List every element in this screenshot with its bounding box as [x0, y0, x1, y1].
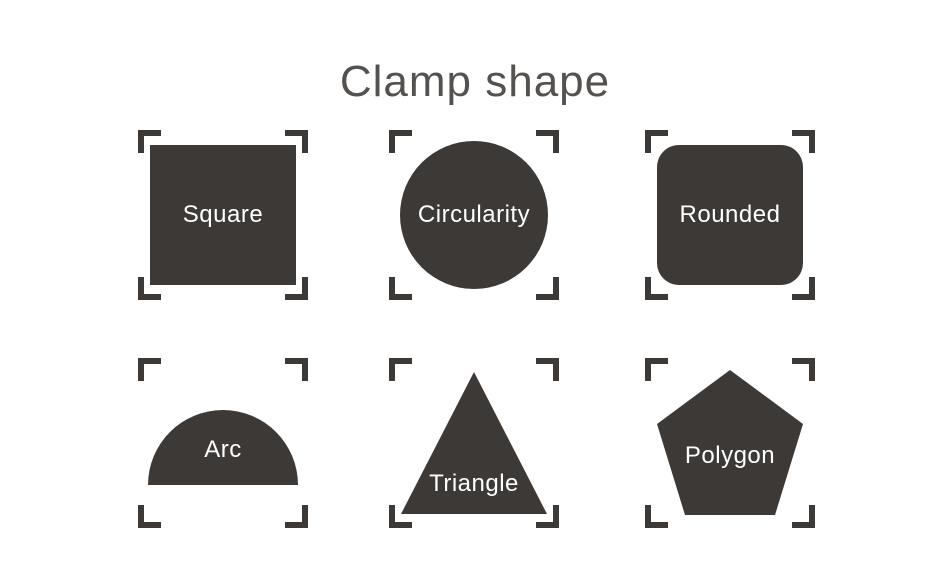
shape-cell-square: Square: [138, 130, 308, 300]
frame-corner-icon: [138, 505, 161, 528]
frame-corner-icon: [792, 505, 815, 528]
frame-corner-icon: [285, 505, 308, 528]
arc-shape-icon: [148, 410, 298, 485]
shape-label: Polygon: [684, 442, 776, 469]
shape-cell-rounded: Rounded: [645, 130, 815, 300]
shape-label: Circularity: [417, 201, 531, 228]
frame-corner-icon: [536, 277, 559, 300]
square-shape-icon: [150, 145, 296, 285]
shape-cell-circularity: Circularity: [389, 130, 559, 300]
frame-corner-icon: [389, 505, 412, 528]
pentagon-shape-icon: [657, 370, 803, 515]
frame-corner-icon: [285, 358, 308, 381]
shape-cell-arc: Arc: [138, 358, 308, 528]
frame-corner-icon: [536, 358, 559, 381]
frame-corner-icon: [792, 130, 815, 153]
shape-label: Triangle: [429, 470, 519, 497]
frame-corner-icon: [138, 277, 161, 300]
shape-cell-triangle: Triangle: [389, 358, 559, 528]
circle-shape-icon: [400, 141, 548, 289]
frame-corner-icon: [645, 130, 668, 153]
frame-corner-icon: [285, 277, 308, 300]
frame-corner-icon: [285, 130, 308, 153]
frame-corner-icon: [645, 277, 668, 300]
frame-corner-icon: [645, 358, 668, 381]
frame-corner-icon: [389, 358, 412, 381]
shape-label: Rounded: [679, 201, 781, 228]
frame-corner-icon: [536, 505, 559, 528]
frame-corner-icon: [536, 130, 559, 153]
frame-corner-icon: [389, 130, 412, 153]
page-title: Clamp shape: [339, 57, 611, 107]
rounded-square-shape-icon: [657, 145, 803, 285]
frame-corner-icon: [792, 277, 815, 300]
shape-label: Arc: [204, 436, 242, 463]
frame-corner-icon: [138, 130, 161, 153]
frame-corner-icon: [138, 358, 161, 381]
frame-corner-icon: [645, 505, 668, 528]
shape-cell-polygon: Polygon: [645, 358, 815, 528]
frame-corner-icon: [389, 277, 412, 300]
shape-label: Square: [182, 201, 264, 228]
frame-corner-icon: [792, 358, 815, 381]
triangle-shape-icon: [401, 372, 547, 514]
